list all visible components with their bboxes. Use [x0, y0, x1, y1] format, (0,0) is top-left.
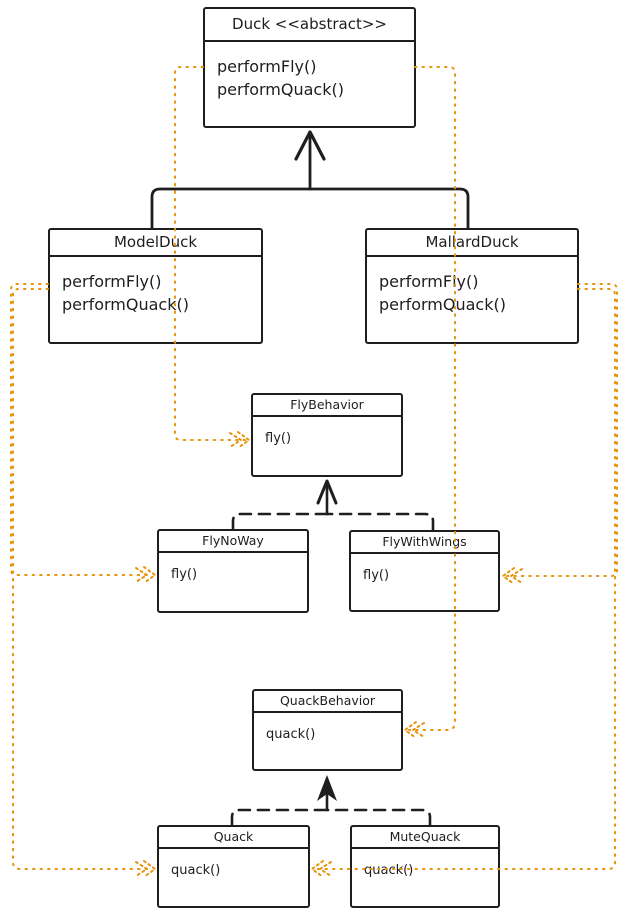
arrowhead-into-flybehavior-icon [237, 431, 251, 449]
method-label: performFly() [217, 57, 317, 76]
class-title-flywithwings: FlyWithWings [351, 532, 498, 554]
class-title-modelduck: ModelDuck [50, 230, 261, 257]
class-methods-mutequack: quack() [352, 849, 498, 879]
arrowhead-into-quack-left-icon [135, 861, 149, 877]
class-box-quackbehavior: QuackBehavior quack() [252, 689, 403, 771]
class-methods-flybehavior: fly() [253, 417, 401, 447]
class-box-flybehavior: FlyBehavior fly() [251, 393, 403, 477]
arrowhead-to-duck-icon [294, 130, 326, 161]
class-box-mallardduck: MallardDuck performFly() performQuack() [365, 228, 579, 344]
arrowhead-into-quackbehavior-icon [403, 721, 417, 739]
class-box-flywithwings: FlyWithWings fly() [349, 530, 500, 612]
method-label: fly() [363, 568, 390, 583]
method-label: performQuack() [379, 295, 506, 314]
arrowhead-into-flybehavior-icon [229, 432, 243, 448]
method-label: performFly() [62, 272, 162, 291]
method-label: performQuack() [62, 295, 189, 314]
realization-dashed-to-flybehavior [231, 479, 435, 532]
inheritance-solid-to-duck [150, 130, 470, 230]
class-box-quack: Quack quack() [157, 825, 310, 908]
class-box-modelduck: ModelDuck performFly() performQuack() [48, 228, 263, 344]
arrowhead-into-quack-right-icon [318, 861, 332, 877]
method-label: performQuack() [217, 80, 344, 99]
class-box-duck: Duck <<abstract>> performFly() performQu… [203, 7, 416, 128]
class-title-quack: Quack [159, 827, 308, 849]
arrowhead-into-flywithwings-icon [501, 567, 515, 585]
class-title-flynoway: FlyNoWay [159, 531, 307, 553]
class-title-quackbehavior: QuackBehavior [254, 691, 401, 713]
method-label: fly() [171, 567, 198, 582]
class-methods-flynoway: fly() [159, 553, 307, 583]
realization-dashed-to-quackbehavior [230, 775, 432, 827]
arrowhead-into-quackbehavior-icon [411, 722, 425, 738]
arrowhead-into-flynoway-icon [135, 567, 149, 583]
class-methods-quack: quack() [159, 849, 308, 879]
class-methods-duck: performFly() performQuack() [205, 42, 414, 101]
class-methods-quackbehavior: quack() [254, 713, 401, 743]
arrowhead-to-quackbehavior-icon [317, 775, 337, 801]
dependency-modelduck-quack [12, 288, 153, 870]
dependency-duck-quackbehavior [408, 66, 456, 731]
class-title-flybehavior: FlyBehavior [253, 395, 401, 417]
class-box-flynoway: FlyNoWay fly() [157, 529, 309, 613]
arrowhead-into-flynoway-icon [143, 566, 157, 584]
arrowhead-into-flywithwings-icon [509, 568, 523, 584]
class-methods-mallardduck: performFly() performQuack() [367, 257, 577, 316]
arrowhead-to-flybehavior-icon [316, 479, 338, 505]
method-label: fly() [265, 431, 292, 446]
method-label: quack() [171, 863, 221, 878]
class-title-duck: Duck <<abstract>> [205, 9, 414, 42]
method-label: quack() [266, 727, 316, 742]
arrowhead-into-quack-right-icon [310, 860, 324, 878]
class-title-mutequack: MuteQuack [352, 827, 498, 849]
class-box-mutequack: MuteQuack quack() [350, 825, 500, 908]
arrowhead-into-quack-left-icon [143, 860, 157, 878]
method-label: quack() [364, 863, 414, 878]
class-methods-modelduck: performFly() performQuack() [50, 257, 261, 316]
method-label: performFly() [379, 272, 479, 291]
class-title-mallardduck: MallardDuck [367, 230, 577, 257]
class-methods-flywithwings: fly() [351, 554, 498, 584]
